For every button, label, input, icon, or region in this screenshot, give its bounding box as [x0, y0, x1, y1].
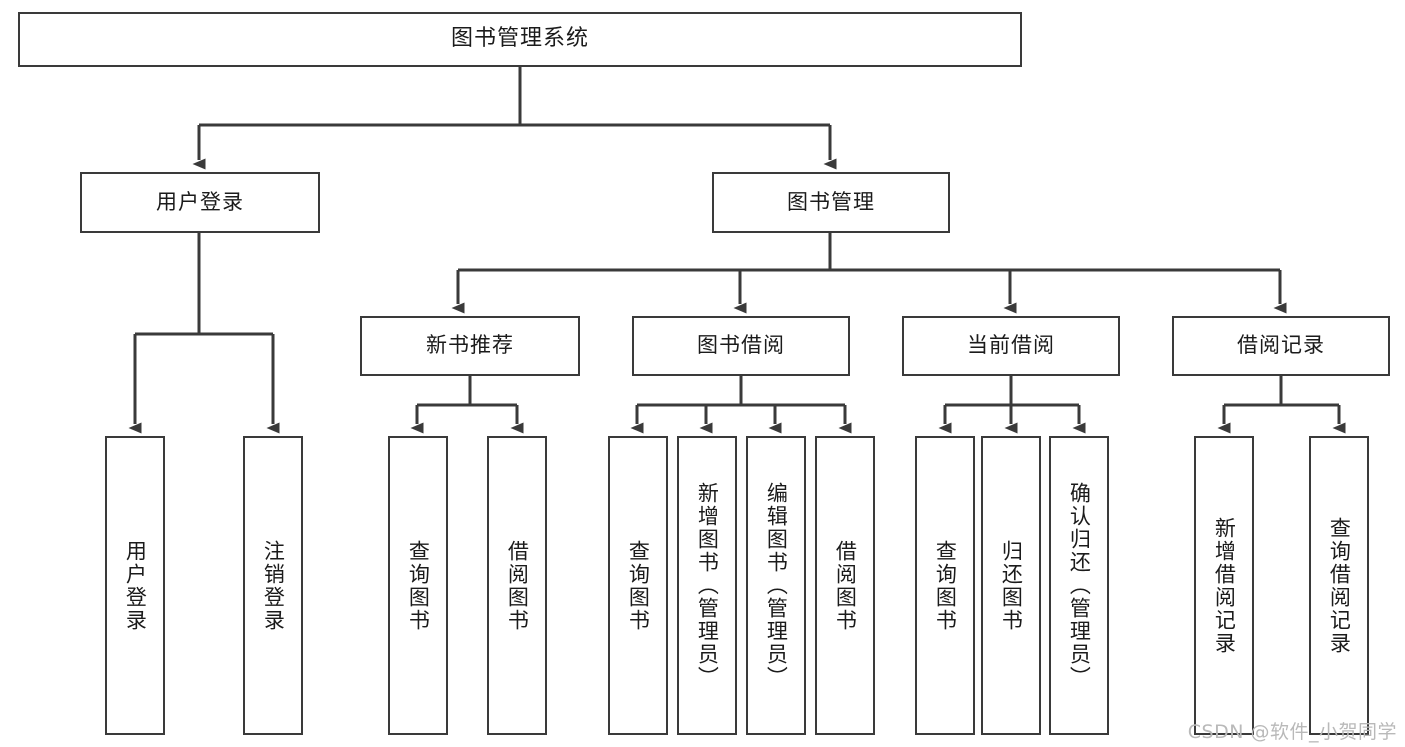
- node-label: 借阅图书: [505, 539, 530, 632]
- node-label: 新增借阅记录: [1212, 516, 1237, 655]
- node-label: 注销登录: [261, 539, 286, 632]
- node-label: 查询图书: [626, 539, 651, 632]
- node-label: 图书借阅: [697, 333, 785, 358]
- node-label: 查询图书: [933, 539, 958, 632]
- node-leaf-edit-book-admin[interactable]: 编辑图书（管理员）: [746, 436, 806, 735]
- node-label: 图书管理: [787, 189, 875, 214]
- node-leaf-add-book-admin[interactable]: 新增图书（管理员）: [677, 436, 737, 735]
- node-label: 新书推荐: [426, 333, 514, 358]
- node-label: 用户登录: [123, 539, 148, 632]
- node-label: 借阅记录: [1237, 333, 1325, 358]
- node-new-book-recommend[interactable]: 新书推荐: [360, 316, 580, 376]
- node-label: 图书管理系统: [450, 26, 589, 52]
- node-label: 归还图书: [999, 539, 1024, 632]
- node-label: 用户登录: [156, 189, 244, 214]
- node-label: 查询借阅记录: [1327, 516, 1352, 655]
- node-label: 查询图书: [406, 539, 431, 632]
- node-leaf-query-book-rec[interactable]: 查询图书: [388, 436, 448, 735]
- node-book-management[interactable]: 图书管理: [712, 172, 950, 233]
- node-leaf-return-book[interactable]: 归还图书: [981, 436, 1041, 735]
- node-label: 借阅图书: [833, 539, 858, 632]
- node-leaf-query-book-current[interactable]: 查询图书: [915, 436, 975, 735]
- node-leaf-add-borrow-record[interactable]: 新增借阅记录: [1194, 436, 1254, 735]
- node-book-borrow[interactable]: 图书借阅: [632, 316, 850, 376]
- node-leaf-query-book[interactable]: 查询图书: [608, 436, 668, 735]
- node-leaf-confirm-return-admin[interactable]: 确认归还（管理员）: [1049, 436, 1109, 735]
- node-leaf-query-borrow-record[interactable]: 查询借阅记录: [1309, 436, 1369, 735]
- node-borrow-record[interactable]: 借阅记录: [1172, 316, 1390, 376]
- node-leaf-borrow-book-rec[interactable]: 借阅图书: [487, 436, 547, 735]
- node-leaf-logout[interactable]: 注销登录: [243, 436, 303, 735]
- node-current-borrow[interactable]: 当前借阅: [902, 316, 1120, 376]
- node-label: 新增图书（管理员）: [695, 482, 720, 689]
- node-user-login[interactable]: 用户登录: [80, 172, 320, 233]
- node-leaf-borrow-book[interactable]: 借阅图书: [815, 436, 875, 735]
- node-label: 确认归还（管理员）: [1067, 482, 1092, 689]
- node-label: 当前借阅: [967, 333, 1055, 358]
- node-leaf-user-login[interactable]: 用户登录: [105, 436, 165, 735]
- node-root-system[interactable]: 图书管理系统: [18, 12, 1022, 67]
- node-label: 编辑图书（管理员）: [764, 482, 789, 689]
